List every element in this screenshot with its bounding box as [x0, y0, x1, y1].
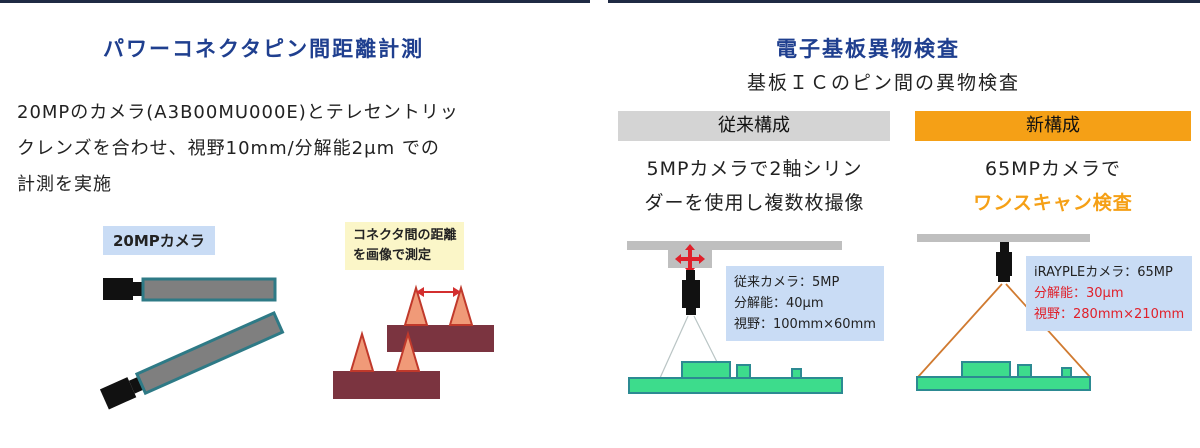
camera-icon	[996, 242, 1012, 282]
measure-label-line-2: を画像で測定	[353, 248, 432, 263]
camera-icon	[682, 270, 700, 315]
pin-lower-right	[395, 330, 421, 372]
pin-upper-left	[403, 284, 429, 326]
distance-arrow-head-left	[416, 287, 424, 297]
new-statement-line-2: ワンスキャン検査	[973, 192, 1133, 214]
conventional-spec-box: 従来カメラ：5MP 分解能：40μm 視野：100mm×60mm	[726, 266, 884, 341]
left-description: 20MPのカメラ(A3B00MU000E)とテレセントリッ クレンズを合わせ、視…	[17, 95, 459, 203]
right-illustration	[627, 234, 1091, 394]
conventional-statement-line-2: ダーを使用し複数枚撮像	[644, 192, 865, 214]
right-top-rule	[608, 0, 1200, 3]
conventional-pcb	[628, 377, 843, 394]
new-statement-line-1: 65MPカメラで	[984, 158, 1122, 180]
new-view-line-left	[917, 283, 1003, 378]
new-component-small	[1017, 364, 1032, 378]
conventional-spec-camera: 従来カメラ：5MP	[734, 275, 840, 290]
conventional-component-tiny	[791, 368, 802, 379]
camera-label: 20MPカメラ	[103, 226, 215, 255]
conventional-header: 従来構成	[618, 111, 890, 141]
cross-move-icon	[675, 244, 705, 274]
pin-lower-left	[349, 330, 375, 372]
new-spec-resolution: 分解能：30μm	[1034, 286, 1124, 301]
telecentric-lens	[134, 310, 285, 396]
conventional-statement: 5MPカメラで2軸シリン ダーを使用し複数枚撮像	[612, 152, 897, 220]
left-top-rule	[0, 0, 590, 3]
description-line-3: 計測を実施	[17, 174, 112, 195]
description-line-1: 20MPのカメラ(A3B00MU000E)とテレセントリッ	[17, 102, 459, 123]
description-line-2: クレンズを合わせ、視野10mm/分解能2μm での	[17, 138, 440, 159]
connector-block-lower	[333, 371, 440, 399]
conventional-statement-line-1: 5MPカメラで2軸シリン	[646, 158, 863, 180]
horizontal-camera	[103, 277, 277, 302]
left-illustration	[99, 277, 494, 410]
conventional-ic-chip	[681, 361, 731, 379]
new-pcb	[916, 376, 1091, 391]
conventional-gantry-rail	[627, 241, 842, 250]
measure-label: コネクタ間の距離 を画像で測定	[345, 222, 465, 270]
new-statement: 65MPカメラで ワンスキャン検査	[915, 152, 1191, 220]
new-component-tiny	[1061, 367, 1072, 378]
new-spec-box: iRAYPLEカメラ：65MP 分解能：30μm 視野：280mm×210mm	[1026, 256, 1193, 331]
conventional-view-line-left	[659, 315, 689, 379]
measure-label-line-1: コネクタ間の距離	[353, 228, 457, 243]
new-ic-chip	[961, 361, 1011, 378]
new-spec-camera: iRAYPLEカメラ：65MP	[1034, 265, 1173, 280]
conventional-component-small	[736, 364, 751, 379]
new-spec-fov: 視野：280mm×210mm	[1034, 307, 1185, 322]
camera-body	[103, 278, 133, 300]
left-title: パワーコネクタピン間距離計測	[103, 37, 425, 61]
camera-mount	[133, 282, 143, 296]
conventional-spec-resolution: 分解能：40μm	[734, 296, 824, 311]
conventional-spec-fov: 視野：100mm×60mm	[734, 317, 876, 332]
telecentric-lens	[141, 277, 277, 302]
new-header: 新構成	[915, 111, 1191, 141]
camera-body	[99, 377, 137, 410]
distance-arrow-head-right	[453, 287, 461, 297]
pin-upper-right	[448, 284, 474, 326]
new-gantry-rail	[917, 234, 1090, 242]
tilted-camera	[99, 310, 285, 410]
camera-mount	[128, 376, 144, 394]
right-title: 電子基板異物検査	[776, 37, 960, 61]
right-subtitle: 基板ＩＣのピン間の異物検査	[747, 72, 1021, 94]
